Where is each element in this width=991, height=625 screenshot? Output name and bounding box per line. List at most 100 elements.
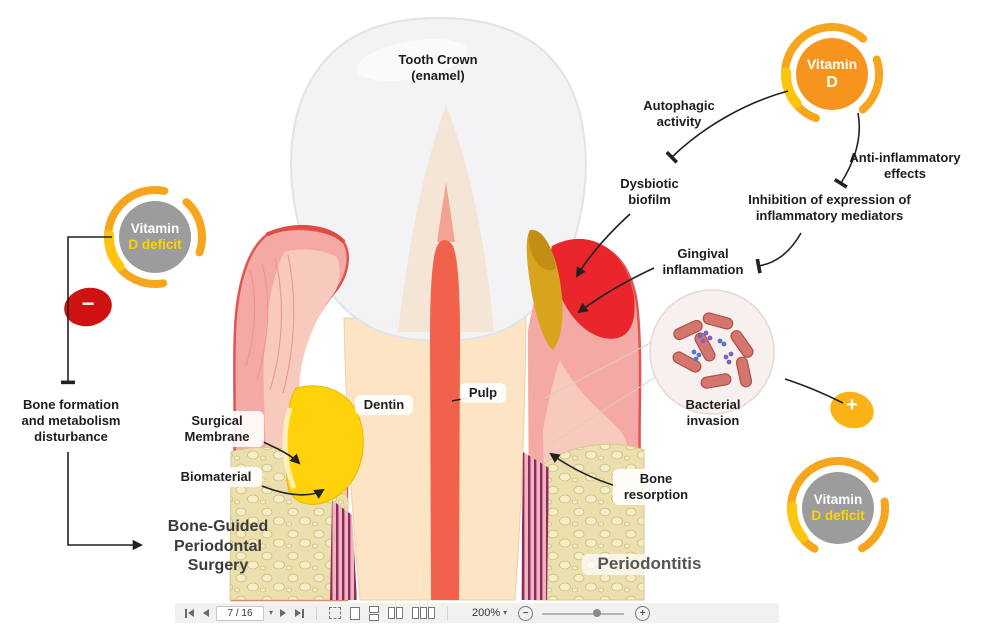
label-gingival-inflammation: Gingival inflammation xyxy=(662,246,744,277)
plus-blob xyxy=(830,391,874,429)
magnify-line-2 xyxy=(550,373,661,445)
zoom-level-value[interactable]: 200% xyxy=(472,607,501,619)
crown-highlight xyxy=(356,38,468,82)
next-page-button[interactable] xyxy=(278,607,288,619)
deficit-right-line1: Vitamin xyxy=(813,492,863,507)
bacteria-to-plus-line xyxy=(784,378,844,404)
deficit-right-swoosh xyxy=(787,457,889,559)
vitamin-d-circle xyxy=(796,38,868,110)
label-bacterial-invasion: Bacterial invasion xyxy=(685,397,741,428)
continuous-view-button[interactable] xyxy=(367,604,381,623)
last-page-button[interactable] xyxy=(293,607,306,620)
zoom-slider[interactable] xyxy=(542,607,625,620)
gingival-pointer-arrow xyxy=(577,267,655,314)
deficit-right-swoosh-accent xyxy=(787,457,890,559)
label-anti-inflammatory-effects: Anti-inflammatory effects xyxy=(849,150,961,181)
toolbar-separator xyxy=(316,606,318,620)
left-gum-margin xyxy=(266,224,345,243)
deficit-left-line2: D deficit xyxy=(128,237,182,253)
bone-resorption-arrow xyxy=(549,452,617,487)
label-bone-formation-disturbance: Bone formation and metabolism disturbanc… xyxy=(21,397,121,444)
next-page-icon xyxy=(280,609,287,617)
vitamin-d-badge xyxy=(781,23,884,125)
biofilm-dark-shape xyxy=(528,229,556,271)
magnify-line-1 xyxy=(544,339,657,399)
label-inhibition-mediators: Inhibition of expression of inflammatory… xyxy=(748,192,911,223)
single-page-view-button[interactable] xyxy=(348,605,362,622)
inhibition-to-gingival-line xyxy=(755,232,802,274)
pulp-shape xyxy=(430,240,460,600)
zoom-out-button[interactable]: − xyxy=(518,605,534,621)
surgical-membrane-arrow xyxy=(260,440,301,465)
deficit-right-text: Vitamin D deficit xyxy=(800,492,876,524)
tooth-crown-group xyxy=(290,16,587,342)
right-bone-shape xyxy=(533,443,645,601)
vitamin-d-swoosh-accent xyxy=(781,23,884,125)
first-page-button[interactable] xyxy=(183,607,196,620)
pulp-tip-shape xyxy=(437,182,455,242)
bone-formation-to-surgery-line xyxy=(67,452,144,551)
label-autophagic-activity: Autophagic activity xyxy=(643,98,715,129)
label-bone-guided-surgery: Bone-Guided Periodontal Surgery xyxy=(167,518,269,575)
vitamin-d-line2: D xyxy=(826,73,838,91)
facing-pages-icon xyxy=(388,607,404,619)
deficit-left-text: Vitamin D deficit xyxy=(117,221,193,253)
vitamin-d-deficit-right-badge xyxy=(787,391,890,559)
last-page-triangle-icon xyxy=(295,609,302,617)
label-bone-resorption: Bone resorption xyxy=(613,469,699,505)
biofilm-pointer-arrow xyxy=(575,213,631,278)
bacteria-rods xyxy=(672,312,754,389)
deficit-right-circle xyxy=(802,472,874,544)
continuous-pages-icon xyxy=(369,605,380,621)
toolbar-separator-2 xyxy=(447,606,449,620)
biofilm-group xyxy=(526,229,563,350)
left-ligament-shape xyxy=(330,500,357,600)
biomaterial-arrow xyxy=(261,485,325,499)
right-ligament-shape xyxy=(521,452,549,600)
gum-striations xyxy=(245,254,295,394)
snapshot-icon xyxy=(329,607,342,619)
pdf-toolbar: 7 / 16 ▾ 200% ▾ − + xyxy=(175,603,779,623)
plus-sign: + xyxy=(846,394,858,416)
deficit-to-bone-formation-line xyxy=(60,236,112,385)
page-dropdown-caret-icon[interactable]: ▾ xyxy=(269,608,274,617)
connectors xyxy=(60,90,861,551)
minus-blob xyxy=(64,287,112,327)
vitamin-d-deficit-left-badge xyxy=(64,186,206,327)
snapshot-button[interactable] xyxy=(327,605,343,621)
page-indicator-input[interactable]: 7 / 16 xyxy=(216,605,264,621)
minus-sign: − xyxy=(81,291,95,316)
label-periodontitis: Periodontitis xyxy=(582,554,717,575)
zoom-in-button[interactable]: + xyxy=(635,605,651,621)
zoom-dropdown-caret-icon[interactable]: ▾ xyxy=(503,608,508,617)
prev-page-button[interactable] xyxy=(201,607,211,619)
label-tooth-crown: Tooth Crown (enamel) xyxy=(398,52,478,83)
last-page-bar-icon xyxy=(302,608,305,618)
book-view-button[interactable] xyxy=(410,605,437,621)
inflamed-gum-shape xyxy=(550,238,635,339)
zoom-slider-handle[interactable] xyxy=(593,609,601,617)
biomaterial-group xyxy=(282,385,364,505)
surgical-membrane-shape xyxy=(282,407,297,489)
vitamin-to-biofilm-line xyxy=(665,90,789,164)
deficit-right-line2: D deficit xyxy=(811,508,865,524)
facing-pages-view-button[interactable] xyxy=(386,605,405,621)
deficit-left-circle xyxy=(119,201,191,273)
prev-page-icon xyxy=(203,609,209,617)
vitamin-d-line1: Vitamin xyxy=(806,56,858,72)
vitamin-d-text: Vitamin D xyxy=(794,56,870,92)
bacteria-cocci-purple xyxy=(697,330,734,365)
bacteria-inset xyxy=(544,289,775,445)
first-page-triangle-icon xyxy=(188,609,194,617)
vitamin-d-swoosh xyxy=(781,23,883,125)
book-view-icon xyxy=(412,607,436,619)
deficit-left-swoosh-accent xyxy=(104,186,206,288)
vitamin-to-inhibition-line xyxy=(833,112,861,189)
bacteria-cocci-blue xyxy=(691,338,727,362)
label-biomaterial: Biomaterial xyxy=(170,467,262,487)
label-pulp: Pulp xyxy=(460,383,506,403)
label-dysbiotic-biofilm: Dysbiotic biofilm xyxy=(620,176,679,207)
zoom-control: 200% ▾ xyxy=(472,607,507,619)
